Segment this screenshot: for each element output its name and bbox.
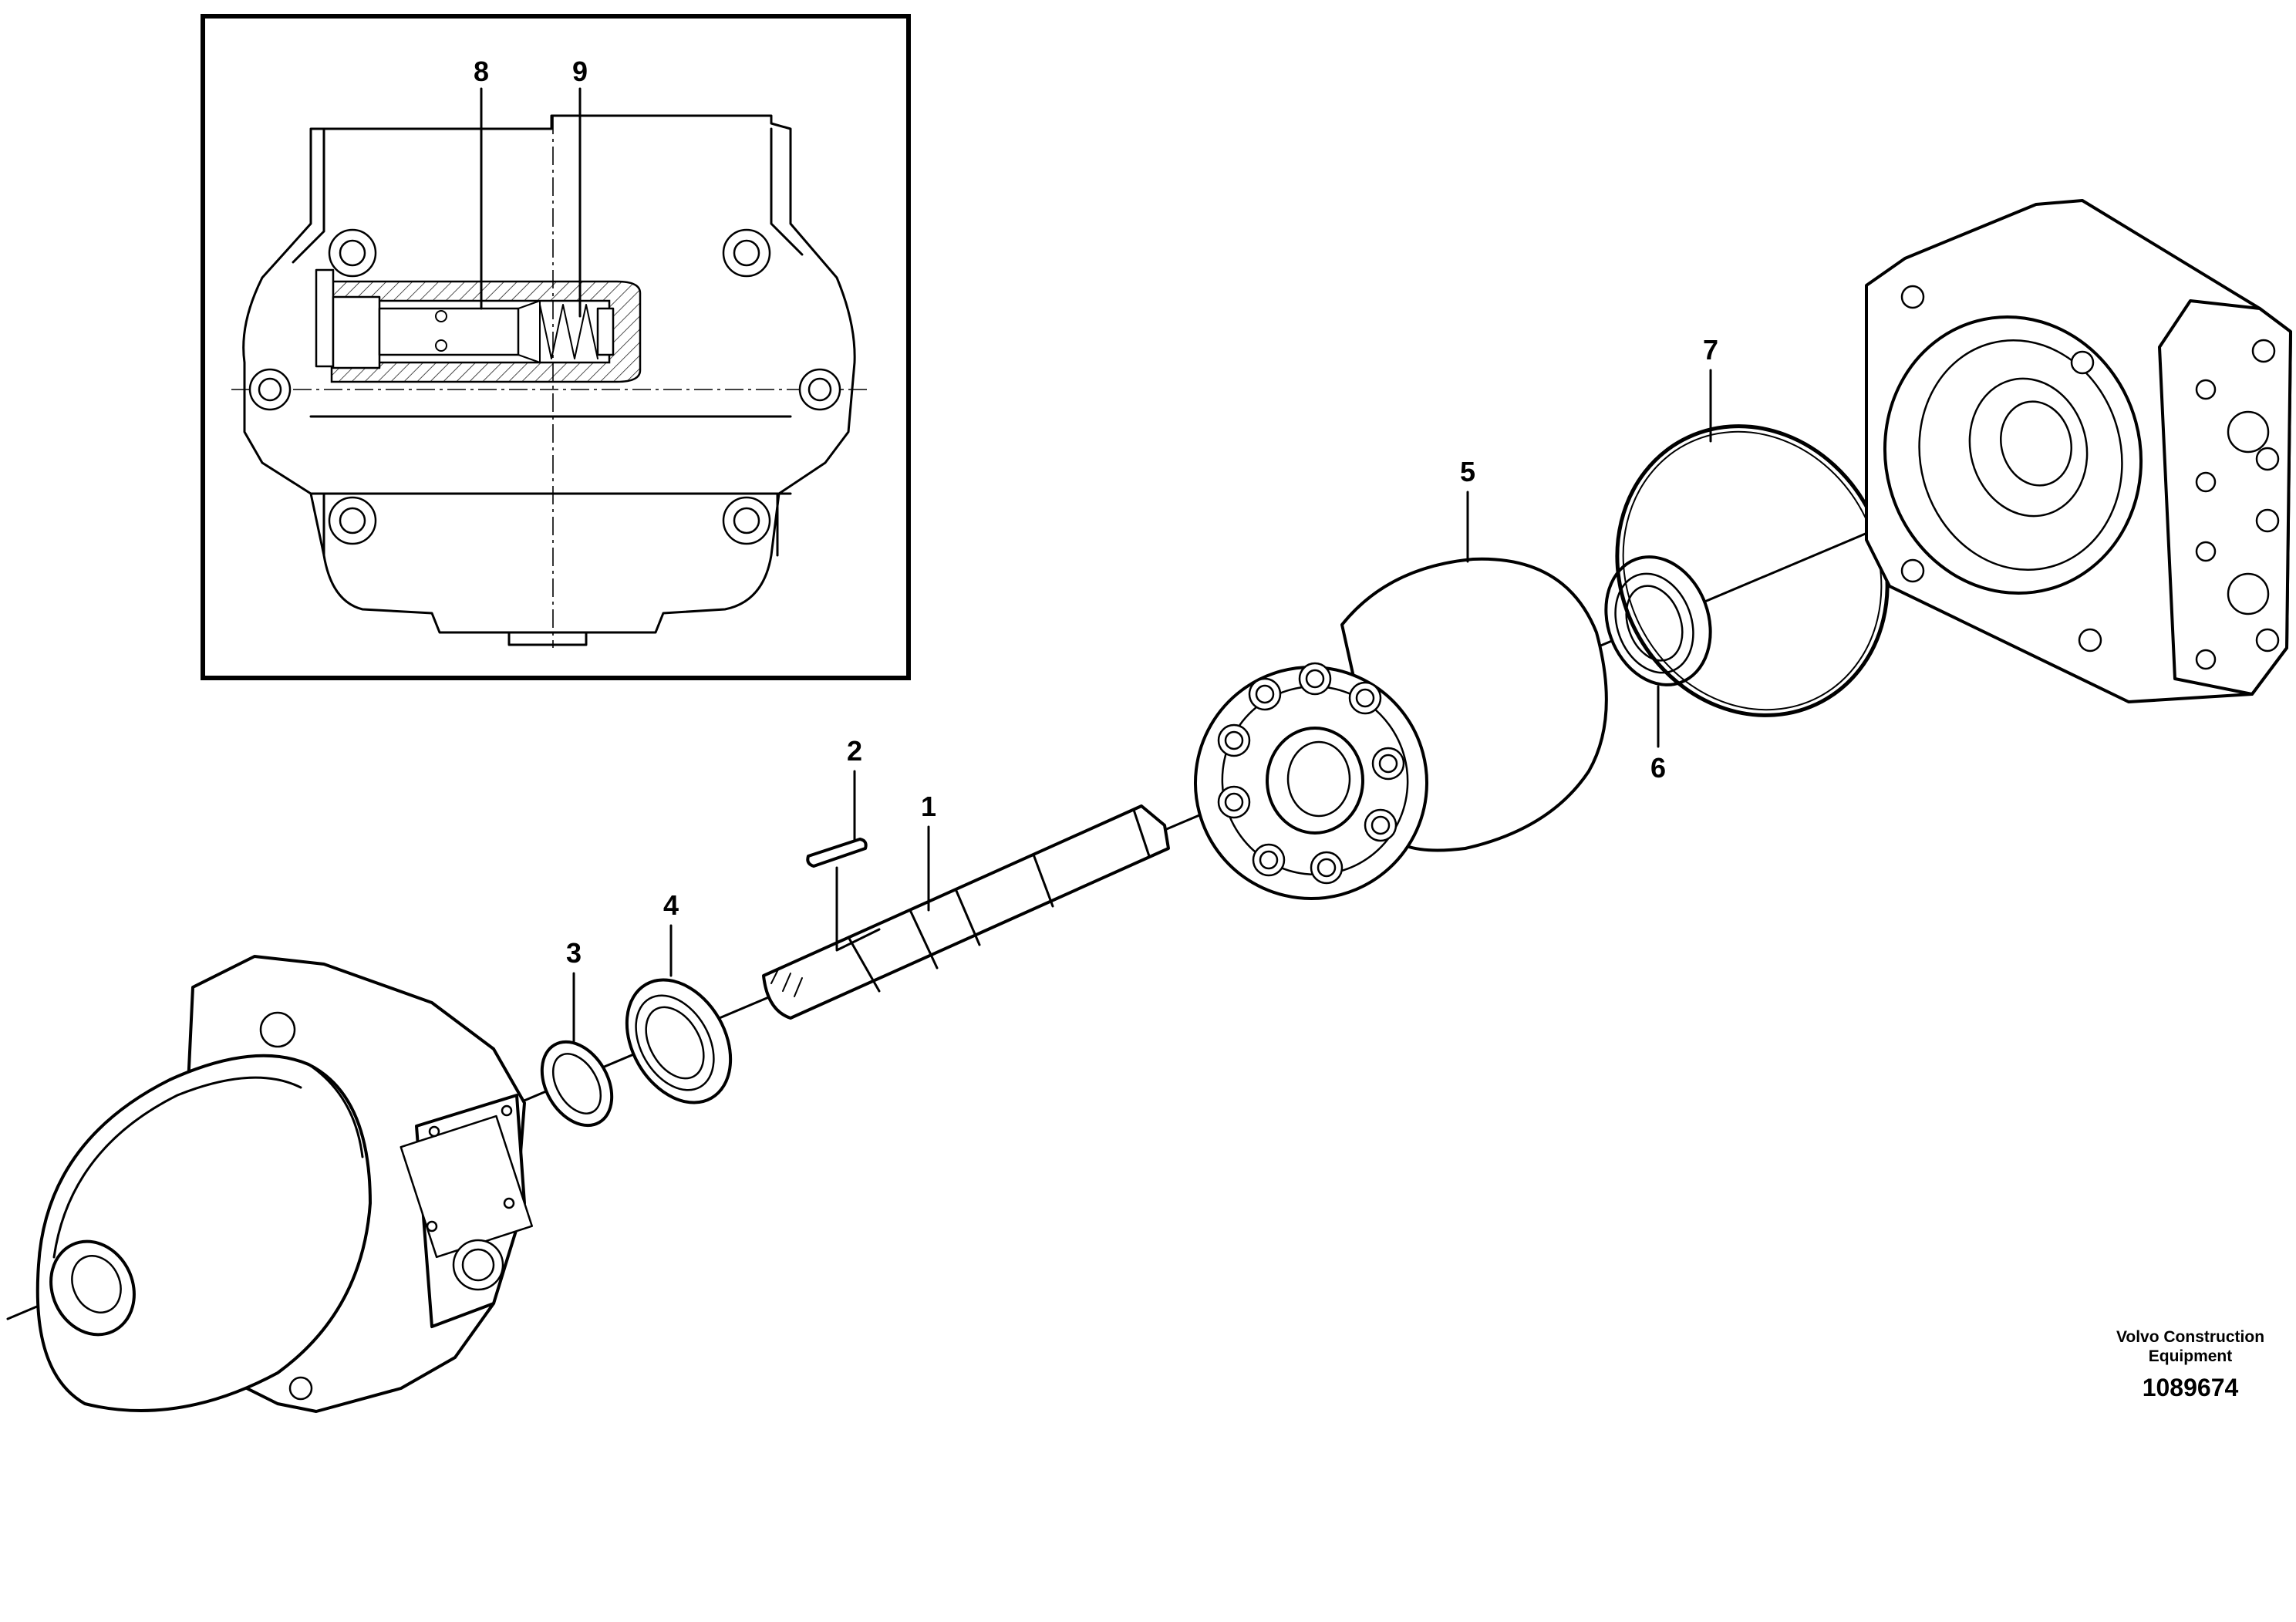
callout-4-label: 4 xyxy=(663,889,679,921)
callout-3: 3 xyxy=(566,937,582,1043)
inset-bolt-holes xyxy=(248,228,841,545)
callout-7-label: 7 xyxy=(1703,334,1718,366)
callout-6-label: 6 xyxy=(1650,752,1666,784)
callout-8: 8 xyxy=(474,56,489,310)
callout-1: 1 xyxy=(921,791,936,912)
callout-2: 2 xyxy=(835,735,862,950)
callout-9: 9 xyxy=(572,56,588,318)
brand-line-1: Volvo Construction xyxy=(2116,1328,2264,1346)
part-bearing-front xyxy=(625,978,733,1104)
rear-end-cover xyxy=(1865,199,2292,703)
callout-2-label: 2 xyxy=(847,735,862,767)
callout-3-label: 3 xyxy=(566,937,582,969)
callout-4: 4 xyxy=(663,889,679,977)
inset-housing-outline xyxy=(242,114,856,634)
part-seal-ring xyxy=(540,1040,614,1128)
callout-9-label: 9 xyxy=(572,56,588,87)
callout-1-label: 1 xyxy=(921,791,936,822)
part-bearing-rear xyxy=(1604,555,1712,686)
part-cylinder-block xyxy=(1194,557,1608,900)
motor-housing-front xyxy=(35,955,534,1413)
callout-5-label: 5 xyxy=(1460,456,1475,487)
inset-valve-section xyxy=(315,268,642,383)
brand-line-2: Equipment xyxy=(2149,1347,2233,1365)
part-key xyxy=(806,838,868,868)
callout-6: 6 xyxy=(1650,685,1666,784)
callout-8-label: 8 xyxy=(474,56,489,87)
cover-ports xyxy=(2195,339,2280,670)
brand-block: Volvo Construction Equipment 1089674 xyxy=(2116,1328,2264,1401)
callout-7: 7 xyxy=(1703,334,1718,443)
cylinder-bores xyxy=(1217,662,1405,885)
inset-detail-view: 8 9 xyxy=(201,14,911,680)
part-shaft xyxy=(762,804,1170,1020)
callout-5: 5 xyxy=(1460,456,1475,563)
document-number: 1089674 xyxy=(2143,1374,2239,1401)
